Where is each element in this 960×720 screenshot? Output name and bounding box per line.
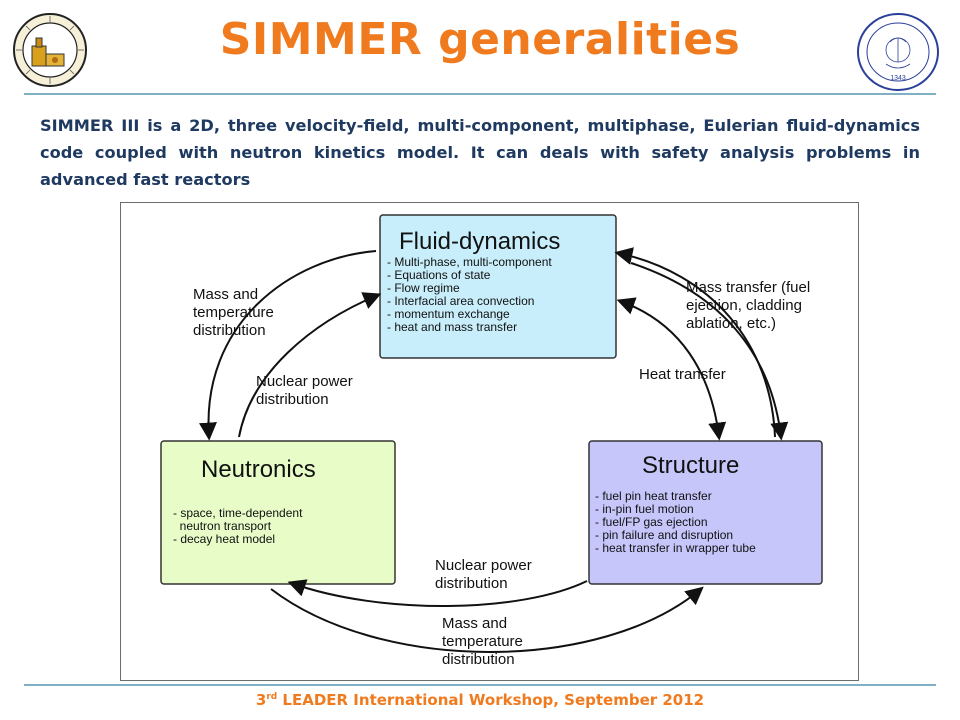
label-heat-transfer: Heat transfer (639, 366, 726, 383)
label-nuclear-bottom: distribution (435, 575, 508, 592)
neutronics-item: neutron transport (173, 519, 272, 533)
footer-text: LEADER International Workshop, September… (277, 691, 705, 709)
right-logo: 1343 (857, 13, 939, 91)
footer: 3rd LEADER International Workshop, Septe… (0, 691, 960, 709)
structure-item: - fuel pin heat transfer (595, 489, 712, 503)
arrow-mass-temp-left (199, 250, 377, 441)
arrow-heat-transfer (616, 297, 727, 441)
page-title: SIMMER generalities (219, 14, 741, 65)
label-mass-temp-left: Mass and (193, 286, 258, 303)
fluid-item: - Multi-phase, multi-component (387, 255, 552, 269)
structure-title: Structure (642, 452, 739, 479)
intro-paragraph: SIMMER III is a 2D, three velocity-field… (40, 116, 920, 189)
arrow-nuclear-bottom (287, 579, 588, 607)
structure-item: - pin failure and disruption (595, 528, 733, 542)
label-mass-temp-bottom: temperature (442, 633, 523, 650)
arrow-mass-transfer (614, 247, 776, 438)
label-mass-temp-bottom: Mass and (442, 615, 507, 632)
structure-box (588, 440, 823, 585)
neutronics-item: - decay heat model (173, 532, 275, 546)
label-mass-transfer: ejection, cladding (686, 297, 802, 314)
coupling-diagram: Fluid-dynamics - Multi-phase, multi-comp… (160, 214, 823, 668)
left-logo (13, 13, 87, 87)
fluid-item: - Flow regime (387, 281, 460, 295)
neutronics-item: - space, time-dependent (173, 506, 303, 520)
seal-year: 1343 (890, 75, 906, 82)
label-mass-transfer: ablation, etc.) (686, 315, 776, 332)
footer-ordinal: 3 (255, 691, 267, 709)
footer-ordinal-suffix: rd (266, 692, 278, 702)
neutronics-title: Neutronics (201, 456, 316, 483)
label-mass-temp-bottom: distribution (442, 651, 515, 668)
label-mass-temp-left: distribution (193, 322, 266, 339)
fluid-dynamics-box (379, 214, 617, 359)
label-mass-transfer: Mass transfer (fuel (686, 279, 810, 296)
arrow-nuclear-left (238, 292, 382, 438)
arrow-mass-transfer-down (630, 262, 789, 441)
top-divider (24, 93, 936, 95)
structure-item: - heat transfer in wrapper tube (595, 541, 756, 555)
label-nuclear-left: distribution (256, 391, 329, 408)
label-nuclear-left: Nuclear power (256, 373, 353, 390)
arrow-mass-temp-bottom (270, 586, 704, 653)
fluid-item: - heat and mass transfer (387, 320, 517, 334)
fluid-item: - Interfacial area convection (387, 294, 534, 308)
fluid-item: - Equations of state (387, 268, 491, 282)
fluid-dynamics-title: Fluid-dynamics (399, 228, 560, 255)
label-mass-temp-left: temperature (193, 304, 274, 321)
fluid-item: - momentum exchange (387, 307, 510, 321)
bottom-divider (24, 684, 936, 686)
label-nuclear-bottom: Nuclear power (435, 557, 532, 574)
neutronics-box (160, 440, 396, 585)
diagram-frame: Fluid-dynamics - Multi-phase, multi-comp… (120, 202, 859, 681)
structure-item: - in-pin fuel motion (595, 502, 694, 516)
structure-item: - fuel/FP gas ejection (595, 515, 708, 529)
